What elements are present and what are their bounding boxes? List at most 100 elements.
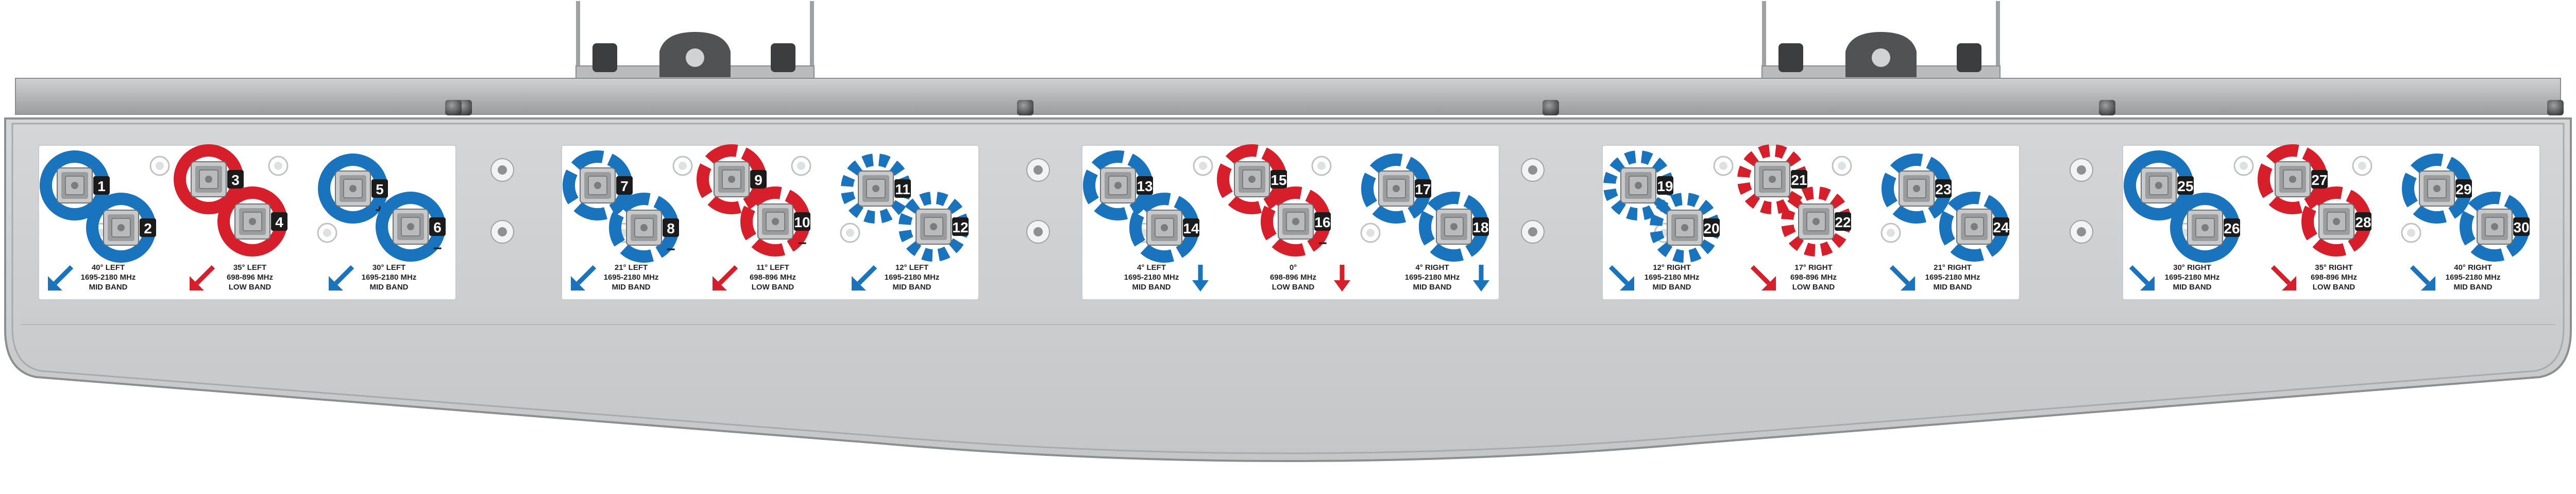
port-21[interactable]: 21 xyxy=(1737,144,1807,214)
alignment-hole-icon xyxy=(268,156,289,176)
caption-line1: 17° RIGHT xyxy=(1794,263,1833,272)
port-1[interactable]: 1 xyxy=(40,150,110,220)
square-coax-connector-icon xyxy=(1234,161,1270,197)
caption-line1: 21° LEFT xyxy=(615,263,648,272)
alignment-hole-icon xyxy=(1880,223,1901,243)
port-28[interactable]: 28 xyxy=(2301,186,2371,257)
alignment-hole-icon xyxy=(1193,156,1213,176)
port-30[interactable]: 30 xyxy=(2460,192,2530,262)
port-number: 29 xyxy=(2455,181,2471,197)
port-8[interactable]: 8− xyxy=(609,193,679,263)
caption-line3: LOW BAND xyxy=(752,283,794,292)
square-coax-connector-icon xyxy=(1278,203,1314,240)
port-10[interactable]: 10− xyxy=(740,186,810,257)
square-coax-connector-icon xyxy=(757,203,793,240)
alignment-hole-icon xyxy=(149,156,170,176)
port-11[interactable]: 11 xyxy=(841,154,911,224)
caption-line3: MID BAND xyxy=(89,283,128,292)
caption-line3: MID BAND xyxy=(370,283,409,292)
down-arrow-icon xyxy=(1473,265,1489,292)
caption-line1: 12° RIGHT xyxy=(1653,263,1691,272)
square-coax-connector-icon xyxy=(191,161,227,197)
caption-line2: 698-896 MHz xyxy=(750,273,796,282)
caption-line2: 1695-2180 MHz xyxy=(1645,273,1700,282)
port-number: 9 xyxy=(754,172,762,188)
square-coax-connector-icon xyxy=(1899,171,1935,207)
port-4[interactable]: 4 xyxy=(217,186,287,257)
port-number: 6 xyxy=(433,219,442,235)
port-number: 14 xyxy=(1183,220,1199,236)
caption-line3: MID BAND xyxy=(1413,283,1452,292)
port-23[interactable]: 23 xyxy=(1882,154,1952,224)
caption-line3: LOW BAND xyxy=(1272,283,1315,292)
caption-line1: 0° xyxy=(1290,263,1297,272)
port-19[interactable]: 19 xyxy=(1603,150,1673,220)
caption-line2: 698-896 MHz xyxy=(227,273,273,282)
port-27[interactable]: 27 xyxy=(2258,144,2328,214)
port-12[interactable]: 12 xyxy=(899,192,969,262)
alignment-hole-icon xyxy=(791,156,811,176)
square-coax-connector-icon xyxy=(1100,167,1136,203)
caption-line3: MID BAND xyxy=(893,283,931,292)
caption-line2: 1695-2180 MHz xyxy=(81,273,136,282)
port-29[interactable]: 29 xyxy=(2402,154,2472,224)
caption-line3: MID BAND xyxy=(1132,283,1171,292)
square-coax-connector-icon xyxy=(2477,209,2513,245)
port-25[interactable]: 25 xyxy=(2124,150,2194,220)
square-coax-connector-icon xyxy=(57,167,93,203)
port-number: 4 xyxy=(275,214,283,230)
port-number: 13 xyxy=(1137,178,1153,194)
port-17[interactable]: 17 xyxy=(1361,154,1431,224)
port-5[interactable]: 5+ xyxy=(318,154,388,224)
port-22[interactable]: 22 xyxy=(1781,186,1851,257)
mount-hole-icon xyxy=(490,220,514,244)
port-number: 1 xyxy=(97,178,106,194)
port-number: 30 xyxy=(2513,219,2529,235)
caption-line1: 4° RIGHT xyxy=(1415,263,1449,272)
port-16[interactable]: 16− xyxy=(1261,186,1331,257)
alignment-hole-icon xyxy=(2401,223,2421,243)
mount-hole-icon xyxy=(490,158,514,182)
port-26[interactable]: 26 xyxy=(2170,193,2240,263)
port-7[interactable]: 7 xyxy=(563,150,633,220)
port-number: 25 xyxy=(2177,178,2193,194)
square-coax-connector-icon xyxy=(916,209,952,245)
polarity-sign: − xyxy=(666,241,675,258)
caption-line1: 35° LEFT xyxy=(233,263,266,272)
down-arrow-icon xyxy=(571,265,597,291)
port-15[interactable]: 15+ xyxy=(1217,144,1287,214)
polarity-sign: − xyxy=(798,235,807,252)
port-20[interactable]: 20 xyxy=(1650,193,1720,263)
port-3[interactable]: 3 xyxy=(174,144,244,214)
port-14[interactable]: 14 xyxy=(1129,193,1199,263)
mount-hole-icon xyxy=(2070,220,2093,244)
port-13[interactable]: 13 xyxy=(1083,150,1153,220)
square-coax-connector-icon xyxy=(714,161,750,197)
alignment-hole-icon xyxy=(840,223,860,243)
polarity-sign: − xyxy=(433,240,442,257)
square-coax-connector-icon xyxy=(1620,167,1656,203)
port-number: 19 xyxy=(1657,178,1673,194)
mount-hole-icon xyxy=(1521,158,1545,182)
mount-hole-icon xyxy=(1026,220,1050,244)
port-18[interactable]: 18 xyxy=(1419,192,1489,262)
port-24[interactable]: 24 xyxy=(1939,192,2009,262)
top-rail xyxy=(15,78,2561,115)
port-number: 18 xyxy=(1472,219,1488,235)
alignment-hole-icon xyxy=(1311,156,1332,176)
port-6[interactable]: 6− xyxy=(376,192,446,262)
mount-hole-icon xyxy=(2070,158,2093,182)
caption-line2: 698-896 MHz xyxy=(1270,273,1316,282)
caption-line1: 30° RIGHT xyxy=(2173,263,2211,272)
port-number: 15 xyxy=(1270,172,1286,188)
port-number: 16 xyxy=(1314,214,1330,230)
port-2[interactable]: 2 xyxy=(86,193,156,263)
down-arrow-icon xyxy=(1334,265,1350,292)
port-number: 20 xyxy=(1703,220,1719,236)
square-coax-connector-icon xyxy=(1378,171,1414,207)
